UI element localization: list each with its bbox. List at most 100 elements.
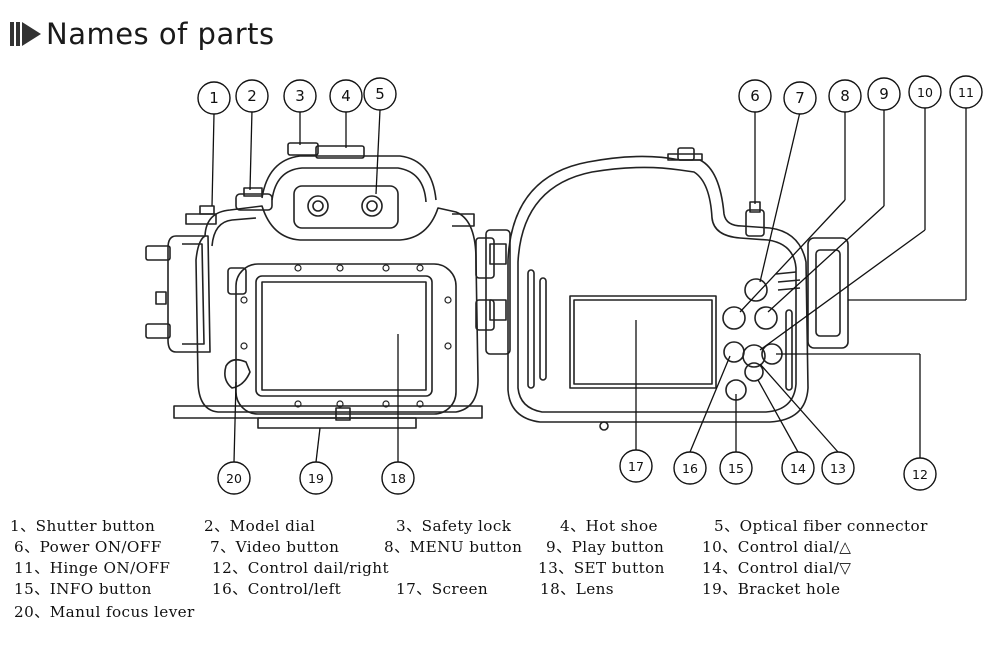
callout-14: 14 xyxy=(781,451,815,485)
legend-number: 10、 xyxy=(702,538,738,556)
callout-number: 12 xyxy=(912,467,928,482)
callout-number: 15 xyxy=(728,461,744,476)
callout-number: 4 xyxy=(341,87,351,105)
legend-item-20: 20、Manul focus lever xyxy=(14,600,195,622)
callout-number: 5 xyxy=(375,85,385,103)
callout-circle xyxy=(283,79,317,113)
legend-item-6: 6、Power ON/OFF xyxy=(14,535,162,557)
legend-label: Optical fiber connector xyxy=(739,517,928,535)
callout-circle xyxy=(673,451,707,485)
legend-number: 7、 xyxy=(210,538,236,556)
callout-number: 7 xyxy=(795,89,805,107)
legend-item-12: 12、Control dail/right xyxy=(212,556,389,578)
callout-circle xyxy=(867,77,901,111)
legend-number: 8、 xyxy=(384,538,410,556)
callout-9: 9 xyxy=(867,77,901,111)
legend-number: 16、 xyxy=(212,580,248,598)
leader-lines xyxy=(211,108,967,463)
legend-label: Safety lock xyxy=(421,517,512,535)
legend-number: 11、 xyxy=(14,559,50,577)
legend-number: 2、 xyxy=(204,517,230,535)
legend-item-13: 13、SET button xyxy=(538,556,665,578)
legend-label: MENU button xyxy=(409,538,523,556)
legend-label: SET button xyxy=(573,559,665,577)
callout-number: 19 xyxy=(308,471,324,486)
title-arrow-icon xyxy=(10,22,41,46)
legend-item-4: 4、Hot shoe xyxy=(560,514,658,536)
callout-2: 2 xyxy=(235,79,269,113)
legend-label: Manul focus lever xyxy=(49,603,195,621)
legend-item-18: 18、Lens xyxy=(540,577,614,599)
callout-5: 5 xyxy=(363,77,397,111)
callout-circle xyxy=(363,77,397,111)
callout-11: 11 xyxy=(949,75,983,109)
legend-item-9: 9、Play button xyxy=(546,535,664,557)
callout-circle xyxy=(828,79,862,113)
legend-label: Hot shoe xyxy=(585,517,658,535)
page-title: Names of parts xyxy=(10,14,275,54)
legend-item-14: 14、Control dial/▽ xyxy=(702,556,851,578)
callout-12: 12 xyxy=(903,457,937,491)
callout-18: 18 xyxy=(381,461,415,495)
legend-label: Screen xyxy=(431,580,489,598)
callout-16: 16 xyxy=(673,451,707,485)
callout-number: 9 xyxy=(879,85,889,103)
callout-number: 13 xyxy=(830,461,846,476)
callout-4: 4 xyxy=(329,79,363,113)
front-housing-body xyxy=(145,142,495,429)
legend-item-16: 16、Control/left xyxy=(212,577,341,599)
back-housing-body xyxy=(485,147,849,431)
callout-number: 14 xyxy=(790,461,806,476)
callout-circle xyxy=(908,75,942,109)
legend-label: Lens xyxy=(575,580,614,598)
callout-7: 7 xyxy=(783,81,817,115)
callout-circle xyxy=(738,79,772,113)
callout-number: 16 xyxy=(682,461,698,476)
callout-number: 17 xyxy=(628,459,644,474)
legend-number: 15、 xyxy=(14,580,50,598)
callout-20: 20 xyxy=(217,461,251,495)
legend-label: Power ON/OFF xyxy=(39,538,162,556)
callout-circle xyxy=(619,449,653,483)
legend-label: Model dial xyxy=(229,517,316,535)
callout-15: 15 xyxy=(719,451,753,485)
legend-label: Control dial/▽ xyxy=(737,559,852,577)
legend-number: 9、 xyxy=(546,538,572,556)
callout-19: 19 xyxy=(299,461,333,495)
legend-label: Control dail/right xyxy=(247,559,389,577)
legend-label: Control dial/△ xyxy=(737,538,852,556)
legend-item-3: 3、Safety lock xyxy=(396,514,511,536)
callout-number: 6 xyxy=(750,87,760,105)
legend-item-17: 17、Screen xyxy=(396,577,488,599)
callout-1: 1 xyxy=(197,81,231,115)
callout-circle xyxy=(781,451,815,485)
legend-number: 12、 xyxy=(212,559,248,577)
callout-number: 10 xyxy=(917,85,933,100)
legend-item-8: 8、MENU button xyxy=(384,535,522,557)
callout-circle xyxy=(381,461,415,495)
legend-item-11: 11、Hinge ON/OFF xyxy=(14,556,170,578)
callout-circle xyxy=(235,79,269,113)
legend-number: 3、 xyxy=(396,517,422,535)
legend-number: 4、 xyxy=(560,517,586,535)
callout-number: 8 xyxy=(840,87,850,105)
callout-circle xyxy=(217,461,251,495)
legend-number: 1、 xyxy=(10,517,36,535)
callout-circle xyxy=(329,79,363,113)
callout-circle xyxy=(783,81,817,115)
callout-circle xyxy=(903,457,937,491)
legend-item-10: 10、Control dial/△ xyxy=(702,535,851,557)
legend-number: 13、 xyxy=(538,559,574,577)
callout-3: 3 xyxy=(283,79,317,113)
legend-number: 6、 xyxy=(14,538,40,556)
title-text: Names of parts xyxy=(46,17,275,51)
legend-number: 18、 xyxy=(540,580,576,598)
callout-10: 10 xyxy=(908,75,942,109)
callout-number: 1 xyxy=(209,89,219,107)
legend-number: 20、 xyxy=(14,603,50,621)
legend-number: 17、 xyxy=(396,580,432,598)
legend-label: Play button xyxy=(571,538,665,556)
legend-item-7: 7、Video button xyxy=(210,535,339,557)
legend-label: Shutter button xyxy=(35,517,156,535)
